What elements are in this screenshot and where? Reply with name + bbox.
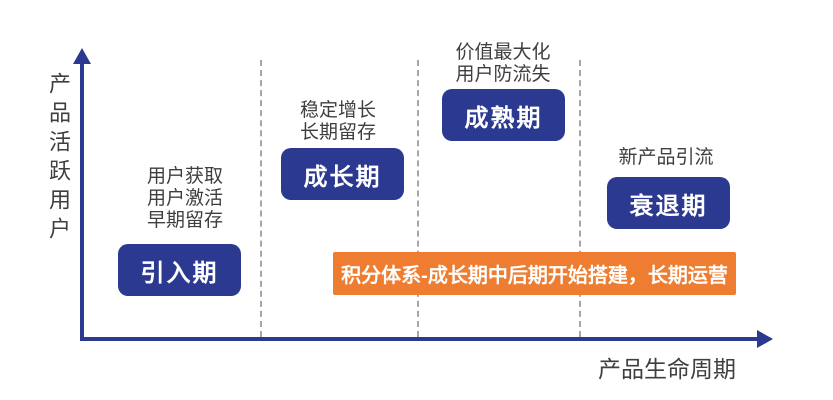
- stage-divider-3: [579, 60, 581, 337]
- stage-notes-decline: 新产品引流: [594, 147, 738, 169]
- note-line: 新产品引流: [618, 147, 714, 168]
- stage-notes-introduction: 用户获取 用户激活 早期留存: [113, 166, 257, 232]
- stage-divider-1: [260, 60, 262, 337]
- note-line: 稳定增长: [299, 100, 376, 121]
- note-line: 用户防流失: [455, 64, 551, 85]
- stage-box-introduction: 引入期: [118, 244, 241, 296]
- x-axis-line: [80, 337, 759, 341]
- note-line: 价值最大化: [455, 42, 551, 63]
- points-system-banner: 积分体系-成长期中后期开始搭建，长期运营: [333, 252, 736, 295]
- note-line: 用户获取: [146, 166, 223, 187]
- x-axis-label: 产品生命周期: [598, 356, 736, 382]
- note-line: 长期留存: [299, 122, 376, 143]
- y-axis-line: [80, 60, 84, 341]
- stage-notes-growth: 稳定增长 长期留存: [266, 100, 410, 144]
- y-axis-arrow-icon: [73, 48, 91, 64]
- stage-notes-maturity: 价值最大化 用户防流失: [431, 42, 575, 86]
- y-axis-label: 产品活跃用户: [46, 72, 71, 246]
- stage-box-label: 成长期: [303, 163, 382, 191]
- note-line: 用户激活: [146, 188, 223, 209]
- stage-divider-2: [417, 60, 419, 337]
- x-axis-arrow-icon: [757, 330, 773, 348]
- stage-box-label: 引入期: [140, 259, 219, 287]
- stage-box-growth: 成长期: [281, 148, 404, 200]
- points-system-banner-text: 积分体系-成长期中后期开始搭建，长期运营: [341, 265, 728, 287]
- stage-box-decline: 衰退期: [607, 177, 730, 229]
- stage-box-label: 成熟期: [464, 104, 543, 132]
- stage-box-maturity: 成熟期: [442, 89, 565, 141]
- note-line: 早期留存: [146, 210, 223, 231]
- stage-box-label: 衰退期: [629, 192, 708, 220]
